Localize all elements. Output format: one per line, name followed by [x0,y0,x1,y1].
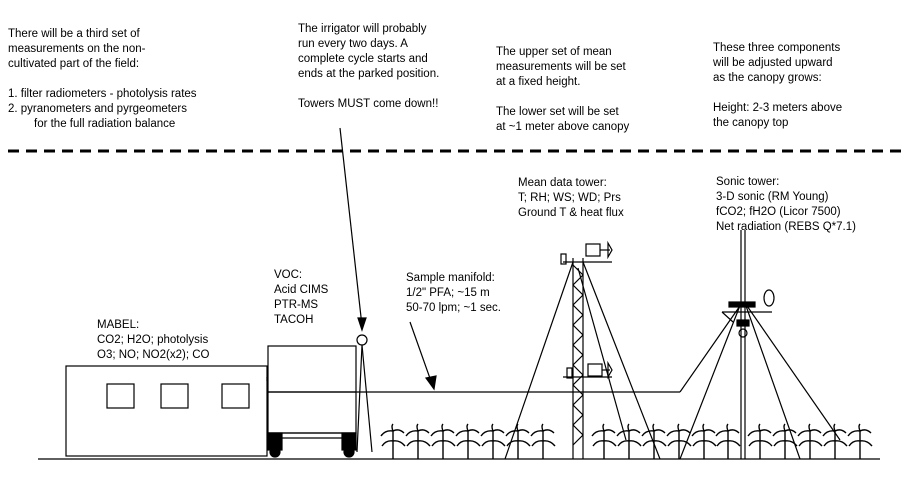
note-line: run every two days. A [298,38,408,50]
note-line: There will be a third set of [8,28,140,40]
label-line: CO2; H2O; photolysis [97,334,209,346]
label-line: PTR-MS [274,299,319,311]
note-third-set: There will be a third set of measurement… [8,27,197,132]
note-line: The lower set will be set [496,106,619,118]
label-line: T; RH; WS; WD; Prs [518,192,621,204]
label-line: VOC: [274,269,303,281]
sonic-tower [679,230,841,460]
label-line: 50-70 lpm; ~1 sec. [406,302,501,314]
note-line: 2. pyranometers and pyrgeometers [8,103,187,115]
note-line: Towers MUST come down!! [298,98,439,110]
label-line: Ground T & heat flux [518,207,624,219]
crop-canopy [380,423,873,459]
label-sonic-tower: Sonic tower: 3-D sonic (RM Young) fCO2; … [716,175,856,235]
label-mean-tower: Mean data tower: T; RH; WS; WD; Prs Grou… [518,176,624,221]
label-line: MABEL: [97,319,140,331]
label-voc: VOC: Acid CIMS PTR-MS TACOH [274,268,328,328]
mabel-trailer [65,365,268,457]
label-line: TACOH [274,314,314,326]
note-line: ends at the parked position. [298,68,440,80]
note-line: The irrigator will probably [298,23,427,35]
note-line: The upper set of mean [496,46,612,58]
label-line: Mean data tower: [518,177,607,189]
note-line: cultivated part of the field: [8,58,140,70]
label-mabel: MABEL: CO2; H2O; photolysis O3; NO; NO2(… [97,318,209,363]
label-line: O3; NO; NO2(x2); CO [97,349,210,361]
note-line: complete cycle starts and [298,53,428,65]
label-line: Sonic tower: [716,176,780,188]
note-line: measurements will be set [496,61,626,73]
voc-inlet-mast [356,334,373,453]
note-line: at a fixed height. [496,76,581,88]
note-line: will be adjusted upward [713,57,833,69]
voc-trailer [267,345,357,458]
label-line: 1/2" PFA; ~15 m [406,287,490,299]
note-line: at ~1 meter above canopy [496,121,630,133]
irrigator-arrow [339,127,363,327]
label-line: fCO2; fH2O (Licor 7500) [716,206,841,218]
note-line: the canopy top [713,117,789,129]
note-upper-set: The upper set of mean measurements will … [496,45,629,135]
note-irrigator: The irrigator will probably run every tw… [298,22,439,112]
manifold-arrow [409,321,433,385]
label-manifold: Sample manifold: 1/2" PFA; ~15 m 50-70 l… [406,271,501,316]
label-line: Acid CIMS [274,284,329,296]
manifold-to-sonic [679,302,743,393]
note-line: 1. filter radiometers - photolysis rates [8,88,197,100]
note-components: These three components will be adjusted … [713,41,842,131]
note-line: Height: 2-3 meters above [713,102,843,114]
note-line: These three components [713,42,841,54]
note-line: for the full radiation balance [34,118,176,130]
label-line: Sample manifold: [406,272,495,284]
mean-data-tower [504,240,661,460]
label-line: 3-D sonic (RM Young) [716,191,829,203]
note-line: as the canopy grows: [713,72,822,84]
note-line: measurements on the non- [8,43,146,55]
label-line: Net radiation (REBS Q*7.1) [716,221,856,233]
